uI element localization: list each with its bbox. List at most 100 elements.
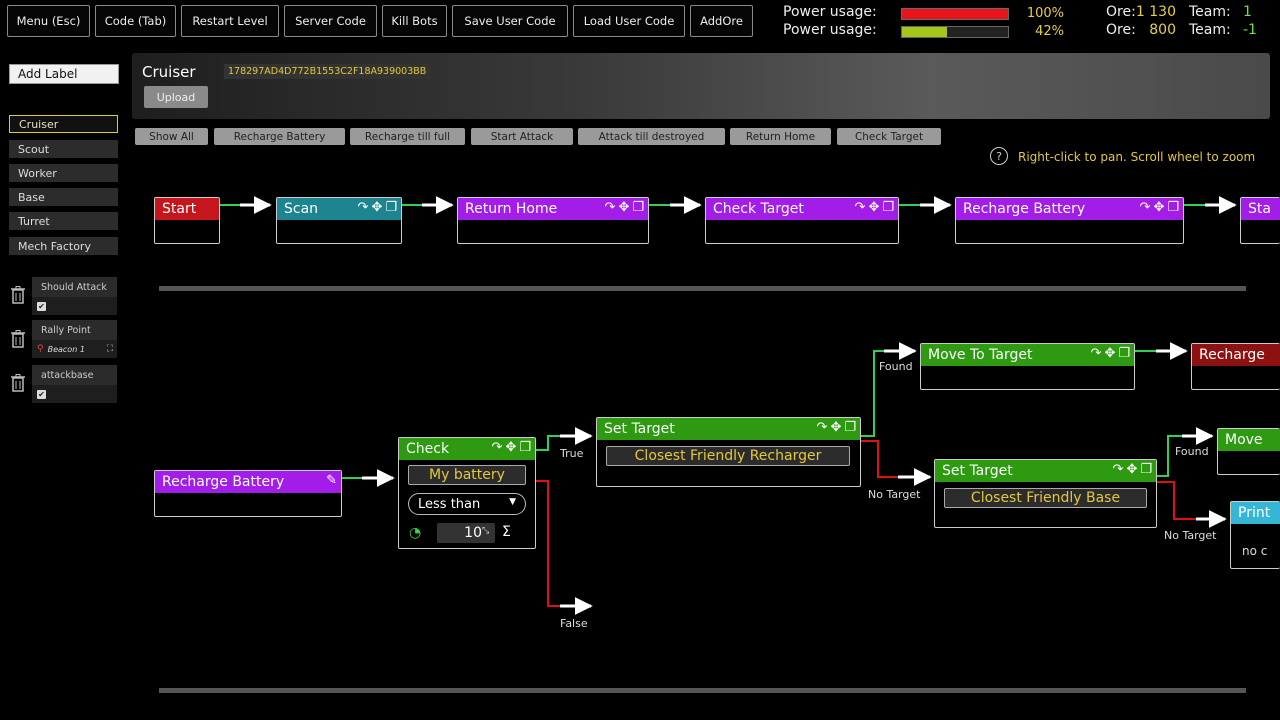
port-label-no-target: No Target [1164,529,1217,542]
upload-button[interactable]: Upload [144,86,208,108]
node-scan[interactable]: Scan ↷✥❐ [276,197,402,244]
filter-start-attack[interactable]: Start Attack [471,128,573,145]
target-select[interactable]: Closest Friendly Base [944,488,1147,508]
move-icon[interactable]: ✥ [1104,346,1116,361]
redirect-icon[interactable]: ↷ [357,200,369,215]
section-divider [159,688,1246,693]
copy-icon[interactable]: ❐ [1167,200,1179,215]
unit-item-base[interactable]: Base [9,188,118,206]
variable-title: Should Attack [41,282,107,293]
copy-icon[interactable]: ❐ [1140,462,1152,477]
operator-dropdown[interactable]: Less than ▼ [408,493,526,515]
move-icon[interactable]: ✥ [505,440,517,455]
filter-recharge-till-full[interactable]: Recharge till full [350,128,465,145]
redirect-icon[interactable]: ↷ [604,200,616,215]
trash-icon[interactable] [10,374,26,392]
node-return-home[interactable]: Return Home ↷✥❐ [457,197,649,244]
trash-icon[interactable] [10,330,26,348]
node-label-recharge-battery[interactable]: Recharge Battery ✎ [154,470,342,517]
server-code-button[interactable]: Server Code [284,5,377,37]
redirect-icon[interactable]: ↷ [1090,346,1102,361]
restart-level-button[interactable]: Restart Level [181,5,279,37]
team-value: -1 [1243,22,1257,38]
unit-item-mech-factory[interactable]: Mech Factory [9,237,118,255]
node-move-to-target[interactable]: Move To Target ↷✥❐ [920,343,1135,390]
power-percent: 42% [1035,24,1064,39]
target-select[interactable]: Closest Friendly Recharger [606,446,850,466]
node-title: Check Target ↷✥❐ [706,198,898,220]
kill-bots-button[interactable]: Kill Bots [382,5,447,37]
node-title: Set Target ↷✥❐ [597,418,860,440]
port-label-found: Found [879,360,913,373]
node-title: Set Target ↷✥❐ [935,460,1156,482]
move-icon[interactable]: ✥ [371,200,383,215]
gauge-icon[interactable]: ◔ [409,525,422,541]
copy-icon[interactable]: ❐ [1118,346,1130,361]
unit-item-worker[interactable]: Worker [9,164,118,182]
add-ore-button[interactable]: AddOre [690,5,753,37]
filter-attack-till-destroyed[interactable]: Attack till destroyed [578,128,725,145]
copy-icon[interactable]: ❐ [632,200,644,215]
menu-button[interactable]: Menu (Esc) [7,5,90,37]
unit-item-scout[interactable]: Scout [9,140,118,158]
checkbox[interactable]: ✔ [37,301,46,311]
variable-rally-point[interactable]: Rally Point ⚲ Beacon 1 ⛶ [32,320,117,358]
node-title: Recharge Battery ↷✥❐ [956,198,1183,220]
node-set-target-recharger[interactable]: Set Target ↷✥❐ [596,417,861,487]
node-move[interactable]: Move [1217,428,1280,475]
load-user-code-button[interactable]: Load User Code [573,5,685,37]
unit-item-turret[interactable]: Turret [9,212,118,230]
filter-return-home[interactable]: Return Home [730,128,831,145]
node-print[interactable]: Print no c [1230,501,1280,569]
variable-should-attack[interactable]: Should Attack ✔ [32,277,117,315]
trash-icon[interactable] [10,286,26,304]
sigma-icon[interactable]: Σ [502,524,511,540]
redirect-icon[interactable]: ↷ [1139,200,1151,215]
node-title: Recharge [1192,344,1280,366]
filter-show-all[interactable]: Show All [135,128,208,145]
copy-icon[interactable]: ❐ [882,200,894,215]
add-label-button[interactable]: Add Label [9,64,119,84]
move-icon[interactable]: ✥ [868,200,880,215]
edit-pencil-icon[interactable]: ✎ [326,473,337,488]
node-title: Sta [1241,198,1280,220]
variable-title: attackbase [41,370,94,381]
ore-value: 1 130 [1135,4,1176,20]
redirect-icon[interactable]: ↷ [491,440,503,455]
team-value: 1 [1243,4,1252,20]
filter-check-target[interactable]: Check Target [837,128,941,145]
copy-icon[interactable]: ❐ [844,420,856,435]
copy-icon[interactable]: ❐ [385,200,397,215]
redirect-icon[interactable]: ↷ [816,420,828,435]
copy-icon[interactable]: ❐ [519,440,531,455]
unit-id: 178297AD4D772B1553C2F18A939003BB [224,64,431,79]
power-bar [901,8,1009,20]
section-divider [159,286,1246,291]
unit-item-cruiser[interactable]: Cruiser [9,115,118,133]
move-icon[interactable]: ✥ [1153,200,1165,215]
checkbox[interactable]: ✔ [37,389,46,399]
node-start-attack[interactable]: Sta [1240,197,1280,244]
target-select-icon[interactable]: ⛶ [106,344,113,354]
rally-point-value: Beacon 1 [47,344,85,354]
redirect-icon[interactable]: ↷ [854,200,866,215]
node-start[interactable]: Start [154,197,220,244]
node-title: Scan ↷✥❐ [277,198,401,220]
node-title: Move To Target ↷✥❐ [921,344,1134,366]
team-label: Team: [1189,22,1231,38]
check-subject-select[interactable]: My battery [408,465,526,485]
save-user-code-button[interactable]: Save User Code [452,5,568,37]
help-icon[interactable]: ? [990,147,1008,165]
node-check-target[interactable]: Check Target ↷✥❐ [705,197,899,244]
variable-attackbase[interactable]: attackbase ✔ [32,365,117,403]
redirect-icon[interactable]: ↷ [1112,462,1124,477]
code-button[interactable]: Code (Tab) [95,5,176,37]
filter-recharge-battery[interactable]: Recharge Battery [214,128,345,145]
move-icon[interactable]: ✥ [830,420,842,435]
node-recharge-battery[interactable]: Recharge Battery ↷✥❐ [955,197,1184,244]
move-icon[interactable]: ✥ [618,200,630,215]
node-recharge[interactable]: Recharge [1191,343,1280,390]
move-icon[interactable]: ✥ [1126,462,1138,477]
check-value-input[interactable]: 10 [437,523,495,543]
